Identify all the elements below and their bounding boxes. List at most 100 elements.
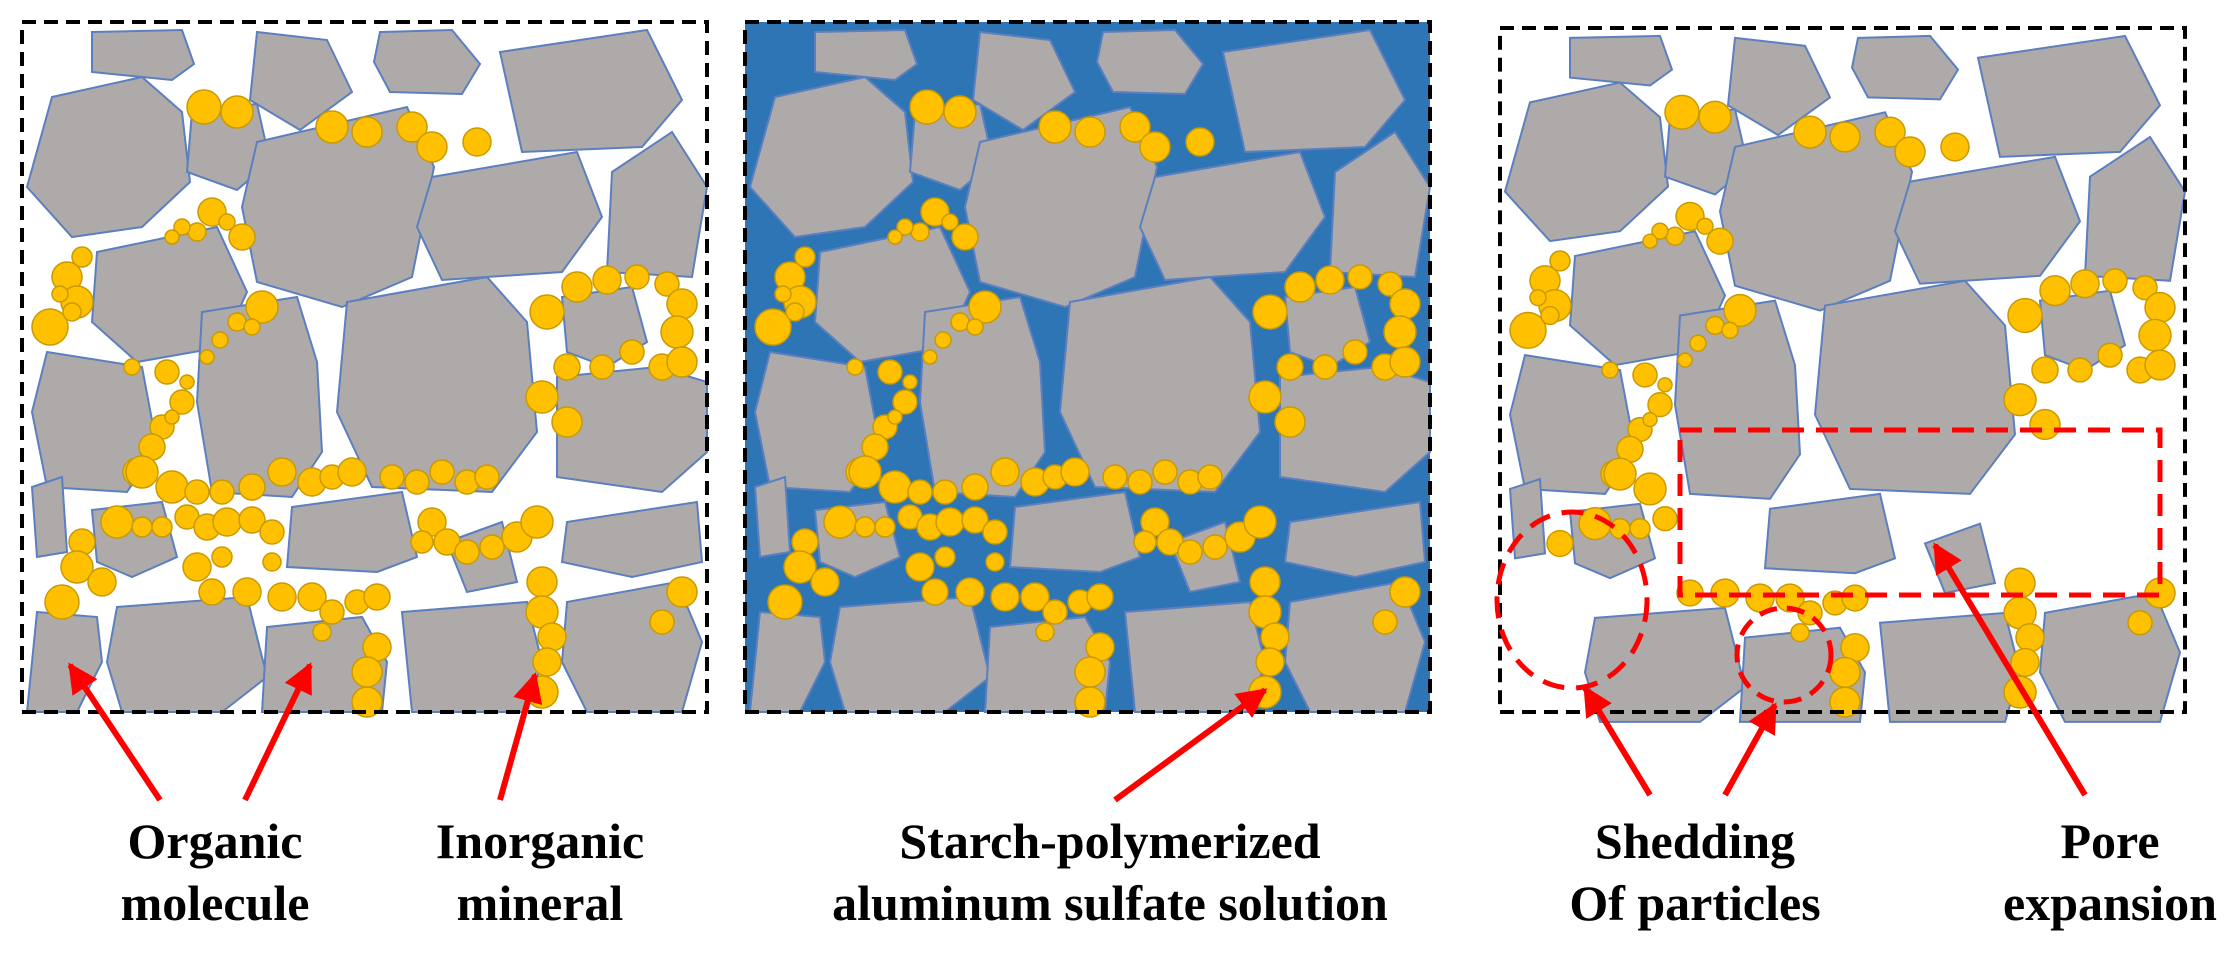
inorganic-mineral-grain — [173, 218, 191, 236]
inorganic-mineral-grain — [2132, 275, 2158, 301]
inorganic-mineral-grain — [351, 656, 383, 688]
inorganic-mineral-grain — [1342, 339, 1368, 365]
inorganic-mineral-grain — [187, 222, 207, 242]
inorganic-mineral-grain — [666, 576, 698, 608]
inorganic-mineral-grain — [186, 89, 222, 125]
inorganic-mineral-grain — [396, 111, 428, 143]
label-inorganic-line2: mineral — [456, 875, 624, 931]
organic-molecule-particle — [91, 28, 196, 82]
organic-molecule-particle — [372, 28, 482, 96]
inorganic-mineral-grain — [2070, 269, 2100, 299]
inorganic-mineral-grain — [319, 599, 345, 625]
inorganic-mineral-grain — [199, 349, 215, 365]
inorganic-mineral-grain — [2031, 356, 2059, 384]
inorganic-mineral-grain — [87, 567, 117, 597]
inorganic-mineral-grain — [654, 271, 680, 297]
organic-molecule-particle — [2083, 135, 2187, 282]
organic-molecule-particle — [1763, 492, 1897, 575]
inorganic-mineral-grain — [31, 308, 69, 346]
inorganic-mineral-grain — [823, 505, 857, 539]
inorganic-mineral-grain — [212, 507, 242, 537]
panel-eroded — [1498, 26, 2187, 723]
inorganic-mineral-grain — [238, 506, 266, 534]
inorganic-mineral-grain — [907, 479, 933, 505]
inorganic-mineral-grain — [60, 550, 94, 584]
inorganic-mineral-grain — [1546, 529, 1574, 558]
organic-molecule-particle — [1813, 279, 2017, 495]
label-solution-line2: aluminum sulfate solution — [832, 875, 1388, 931]
inorganic-mineral-grain — [1255, 647, 1285, 677]
inorganic-mineral-grain — [1632, 362, 1658, 388]
inorganic-mineral-grain — [1647, 392, 1673, 418]
organic-molecule-particle — [1878, 611, 2022, 723]
label-shedding-line2: Of particles — [1569, 875, 1821, 931]
inorganic-mineral-grain — [783, 550, 817, 584]
organic-molecule-particle — [971, 30, 1077, 132]
inorganic-mineral-grain — [1274, 406, 1306, 438]
inorganic-mineral-grain — [416, 131, 448, 163]
inorganic-mineral-grain — [218, 213, 236, 231]
organic-molecule-particle — [105, 595, 269, 713]
pore-expansion-region — [1677, 427, 2163, 598]
inorganic-mineral-grain — [553, 353, 581, 381]
inorganic-mineral-grain — [1603, 457, 1637, 491]
label-starch-solution: Starch-polymerized aluminum sulfate solu… — [832, 810, 1388, 934]
inorganic-mineral-grain — [351, 116, 383, 148]
inorganic-mineral-grain — [267, 457, 297, 487]
inorganic-mineral-grain — [131, 516, 153, 538]
inorganic-mineral-grain — [1841, 584, 1869, 612]
organic-molecule-particle — [1673, 299, 1802, 500]
organic-molecule-particle — [1583, 606, 1747, 723]
inorganic-mineral-grain — [429, 459, 455, 485]
label-pore-line1: Pore — [2060, 813, 2160, 869]
label-solution-line1: Starch-polymerized — [899, 813, 1321, 869]
organic-molecule-particle — [25, 75, 192, 239]
inorganic-mineral-grain — [1060, 457, 1090, 487]
organic-molecule-particle — [753, 475, 792, 559]
arrow-pore — [1932, 542, 2088, 797]
inorganic-mineral-grain — [526, 566, 558, 598]
organic-molecule-particle — [415, 150, 604, 282]
inorganic-mineral-grain — [1252, 294, 1288, 330]
inorganic-mineral-grain — [619, 339, 645, 365]
inorganic-mineral-grain — [1633, 472, 1667, 506]
inorganic-mineral-grain — [794, 246, 816, 268]
inorganic-mineral-grain — [1790, 623, 1810, 643]
inorganic-mineral-grain — [100, 505, 134, 539]
label-inorganic-line1: Inorganic — [435, 813, 645, 869]
inorganic-mineral-grain — [754, 308, 792, 346]
inorganic-mineral-grain — [1020, 582, 1050, 612]
inorganic-mineral-grain — [922, 349, 938, 365]
organic-molecule-particle — [1893, 155, 2082, 285]
inorganic-mineral-grain — [1119, 111, 1151, 143]
inorganic-mineral-grain — [810, 567, 840, 597]
inorganic-mineral-grain — [151, 516, 173, 538]
label-organic-molecule: Organic molecule — [121, 810, 310, 934]
inorganic-mineral-grain — [896, 218, 914, 236]
arrow-organic-1 — [67, 662, 163, 802]
inorganic-mineral-grain — [1038, 110, 1072, 144]
inorganic-mineral-grain — [1133, 530, 1157, 554]
organic-molecule-particle — [814, 28, 919, 82]
organic-molecule-particle — [1283, 500, 1427, 579]
arrow-shedding-2 — [1722, 702, 1778, 797]
inorganic-mineral-grain — [243, 318, 261, 336]
inorganic-mineral-grain — [454, 539, 480, 565]
inorganic-mineral-grain — [1894, 136, 1926, 168]
arrow-solution — [1113, 687, 1268, 803]
arrow-organic-2 — [242, 662, 313, 802]
inorganic-mineral-grain — [1248, 380, 1282, 414]
label-shedding-of-particles: Shedding Of particles — [1569, 810, 1820, 934]
arrow-inorganic — [497, 672, 543, 801]
inorganic-mineral-grain — [905, 552, 935, 582]
inorganic-mineral-grain — [1102, 464, 1128, 490]
inorganic-mineral-grain — [1074, 656, 1106, 688]
inorganic-mineral-grain — [1652, 506, 1678, 532]
inorganic-mineral-grain — [1260, 622, 1290, 652]
inorganic-mineral-grain — [198, 578, 226, 606]
inorganic-mineral-grain — [238, 473, 266, 501]
organic-molecule-particle — [983, 615, 1112, 713]
organic-molecule-particle — [2038, 591, 2182, 723]
inorganic-mineral-grain — [2015, 623, 2045, 653]
